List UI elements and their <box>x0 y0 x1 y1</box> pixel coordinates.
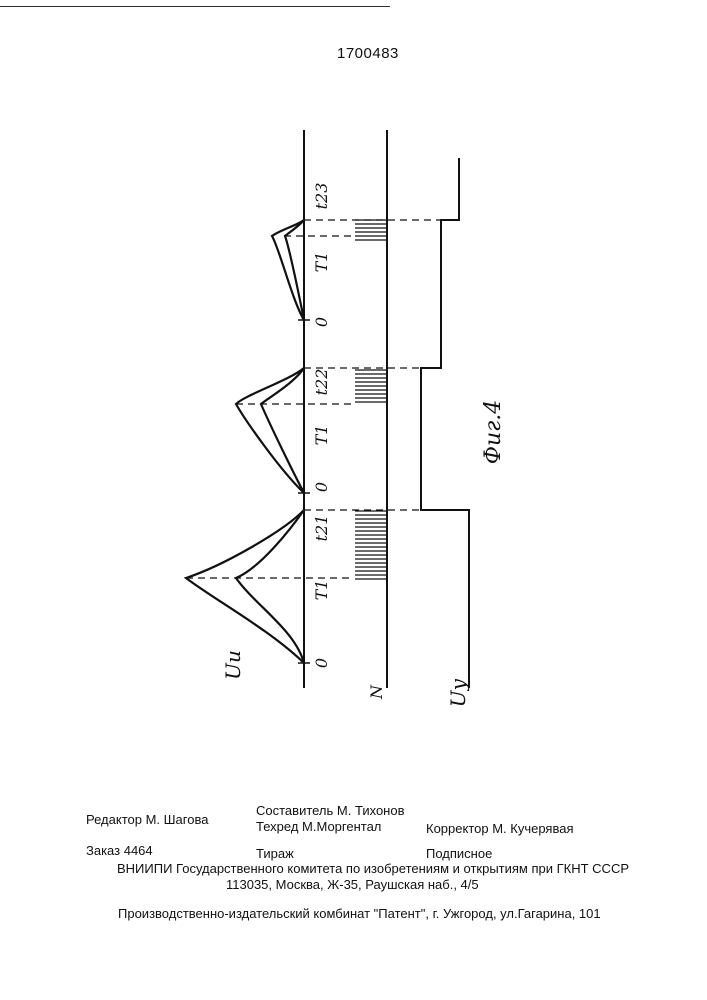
axis-label-n: N <box>367 684 386 700</box>
tick-label-0-c: 0 <box>312 317 331 327</box>
axis-label-uy: Uу <box>446 678 470 707</box>
n-pulse-packets <box>355 220 387 579</box>
imprint-address: 113035, Москва, Ж-35, Раушская наб., 4/5 <box>226 877 479 892</box>
imprint-compiler: Составитель М. Тихонов <box>256 803 404 818</box>
imprint-techeditor: Техред М.Моргентал <box>256 819 381 834</box>
tick-label-t22: t22 <box>312 369 331 396</box>
tick-label-0-a: 0 <box>312 658 331 668</box>
tick-label-T1-b: T1 <box>312 425 331 446</box>
ui-curve-inner-3 <box>285 220 304 320</box>
tick-label-T1-a: T1 <box>312 580 331 601</box>
imprint-vniipi: ВНИИПИ Государственного комитета по изоб… <box>117 861 629 876</box>
uy-step-signal <box>421 158 469 688</box>
tick-label-T1-c: T1 <box>312 252 331 273</box>
imprint-circulation: Тираж <box>256 846 294 861</box>
tick-label-t23: t23 <box>312 183 331 210</box>
imprint-order: Заказ 4464 <box>86 843 153 858</box>
imprint-publisher: Производственно-издательский комбинат "П… <box>118 906 601 921</box>
imprint-subscription: Подписное <box>426 846 492 861</box>
figure-caption: Фиг.4 <box>481 400 506 465</box>
axis-label-ui: Uи <box>221 650 245 680</box>
tick-label-t21: t21 <box>312 515 331 542</box>
ui-curve-inner-1 <box>236 510 304 663</box>
imprint-corrector: Корректор М. Кучерявая <box>426 821 574 836</box>
tick-label-0-b: 0 <box>312 482 331 492</box>
imprint-editor: Редактор М. Шагова <box>86 812 208 827</box>
